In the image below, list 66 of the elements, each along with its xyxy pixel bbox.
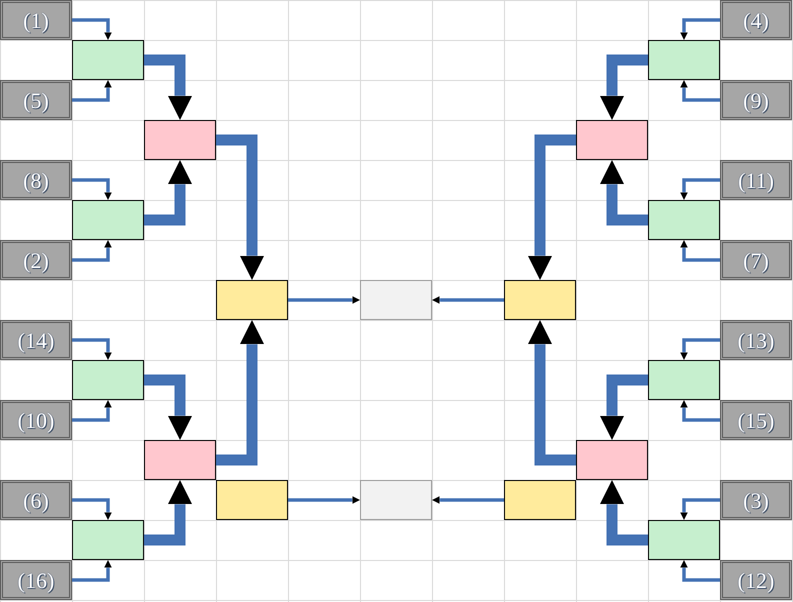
first-round-slot <box>648 520 720 560</box>
arrow <box>680 240 720 262</box>
team-seed-box: (2) <box>0 240 72 280</box>
arrow <box>680 400 720 422</box>
thick-arrow <box>216 134 264 280</box>
semifinal-slot <box>216 480 288 520</box>
team-seed-box: (13) <box>720 320 792 360</box>
first-round-slot <box>648 200 720 240</box>
thick-arrow <box>144 374 192 440</box>
second-round-slot <box>576 440 648 480</box>
arrow <box>288 296 360 304</box>
thick-arrow <box>144 160 192 226</box>
first-round-slot <box>72 200 144 240</box>
arrow <box>72 498 112 520</box>
thick-arrow <box>144 54 192 120</box>
team-seed-box: (6) <box>0 480 72 520</box>
arrow <box>72 240 112 262</box>
team-seed-box: (1) <box>0 0 72 40</box>
semifinal-slot <box>216 280 288 320</box>
first-round-slot <box>72 40 144 80</box>
thick-arrow <box>528 320 576 466</box>
team-seed-box: (12) <box>720 560 792 600</box>
arrow <box>432 496 504 504</box>
thick-arrow <box>144 480 192 546</box>
arrow <box>680 498 720 520</box>
arrow <box>72 338 112 360</box>
team-seed-box: (9) <box>720 80 792 120</box>
second-round-slot <box>576 120 648 160</box>
thick-arrow <box>216 320 264 466</box>
team-seed-box: (16) <box>0 560 72 600</box>
arrow <box>680 178 720 200</box>
arrow <box>432 296 504 304</box>
team-seed-box: (3) <box>720 480 792 520</box>
arrow <box>680 80 720 102</box>
thick-arrow <box>600 54 648 120</box>
team-seed-box: (15) <box>720 400 792 440</box>
semifinal-slot <box>504 280 576 320</box>
first-round-slot <box>72 360 144 400</box>
arrow <box>72 560 112 582</box>
thick-arrow <box>600 480 648 546</box>
second-round-slot <box>144 440 216 480</box>
thick-arrow <box>600 160 648 226</box>
final-slot <box>360 480 432 520</box>
first-round-slot <box>72 520 144 560</box>
arrow <box>72 80 112 102</box>
team-seed-box: (10) <box>0 400 72 440</box>
arrow <box>288 496 360 504</box>
second-round-slot <box>144 120 216 160</box>
team-seed-box: (8) <box>0 160 72 200</box>
first-round-slot <box>648 360 720 400</box>
arrow <box>72 400 112 422</box>
first-round-slot <box>648 40 720 80</box>
arrow <box>72 18 112 40</box>
final-slot <box>360 280 432 320</box>
team-seed-box: (14) <box>0 320 72 360</box>
semifinal-slot <box>504 480 576 520</box>
team-seed-box: (4) <box>720 0 792 40</box>
arrow <box>680 18 720 40</box>
arrow <box>680 560 720 582</box>
arrow <box>72 178 112 200</box>
arrow <box>680 338 720 360</box>
team-seed-box: (5) <box>0 80 72 120</box>
team-seed-box: (11) <box>720 160 792 200</box>
thick-arrow <box>600 374 648 440</box>
thick-arrow <box>528 134 576 280</box>
team-seed-box: (7) <box>720 240 792 280</box>
